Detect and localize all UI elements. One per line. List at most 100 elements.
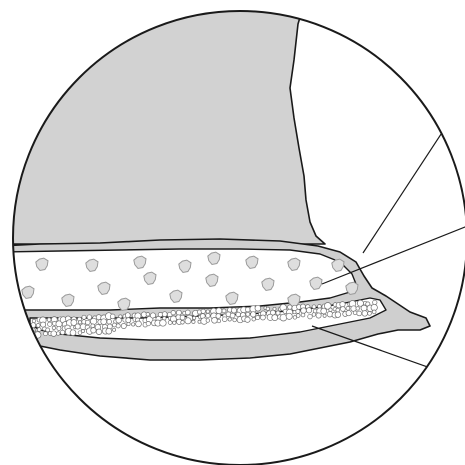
bubble-cell (217, 319, 221, 323)
bubble-cell (212, 317, 218, 323)
bubble-cell (113, 328, 116, 331)
upper-fabric-region (0, 0, 325, 244)
bubble-cell (136, 321, 142, 327)
bubble-cell (251, 312, 256, 317)
bubble-cell (316, 313, 321, 318)
bubble-cell (57, 326, 61, 330)
bubble-cell (233, 318, 237, 322)
bubble-cell (51, 331, 57, 337)
bubble-cell (312, 313, 316, 317)
bubble-cell (245, 317, 250, 322)
bubble-cell (286, 313, 292, 319)
bubble-cell (231, 308, 236, 313)
bubble-cell (252, 317, 256, 321)
bubble-cell (236, 312, 241, 317)
foam-pellet (6, 294, 18, 306)
bubble-layer-callout-line (312, 326, 465, 382)
bubble-cell (90, 318, 96, 324)
bubble-cell (121, 323, 126, 328)
bubble-cell (329, 308, 332, 311)
bubble-cell (75, 324, 80, 329)
bubble-cell (37, 328, 41, 332)
bubble-cell (222, 309, 226, 313)
bubble-cell (193, 316, 196, 319)
bubble-cell (206, 319, 210, 323)
bubble-cell (256, 316, 260, 320)
bubble-cell (185, 310, 190, 315)
bubble-cell (78, 321, 81, 324)
bubble-cell (86, 320, 91, 325)
bubble-cell (260, 315, 265, 320)
outer-shell-callout-line (363, 90, 465, 253)
bubble-cell (335, 312, 341, 318)
bubble-cell (222, 317, 227, 322)
bubble-cell (301, 308, 307, 314)
bubble-cell (48, 322, 52, 326)
bubble-cell (206, 313, 210, 317)
bubble-cell (87, 315, 92, 320)
bubble-cell (41, 322, 46, 327)
bubble-cell (206, 310, 209, 313)
bubble-cell (116, 318, 122, 324)
bubble-cell (82, 315, 86, 319)
bubble-cell (192, 320, 195, 323)
foam-pellet (2, 259, 14, 271)
bubble-cell (125, 313, 130, 318)
bubble-cell (132, 323, 135, 326)
bubble-cell (47, 318, 51, 322)
bubble-cell (361, 305, 367, 311)
bubble-cell (346, 310, 351, 315)
bubble-cell (91, 324, 95, 328)
bubble-cell (266, 307, 269, 310)
bubble-cell (171, 311, 175, 315)
bubble-cell (146, 321, 150, 325)
bubble-cell (368, 312, 372, 316)
bubble-cell (81, 330, 84, 333)
bubble-cell (306, 308, 311, 313)
bubble-cell (181, 321, 185, 325)
bubble-cell (228, 318, 231, 321)
bubble-cell (312, 305, 316, 309)
bubble-cell (60, 330, 64, 334)
bubble-cell (341, 307, 346, 312)
bubble-cell (127, 322, 130, 325)
bubble-cell (301, 313, 305, 317)
bubble-cell (272, 315, 278, 321)
bubble-cell (321, 308, 327, 314)
bubble-cell (160, 320, 167, 327)
bubble-cell (357, 311, 362, 316)
bubble-cell (296, 314, 300, 318)
bubble-cell (336, 308, 340, 312)
bubble-cell (36, 324, 40, 328)
bubble-cell (216, 314, 221, 319)
bubble-cell (296, 309, 300, 313)
bubble-cell (126, 318, 131, 323)
bubble-cell (340, 302, 345, 307)
bubble-cell (353, 311, 357, 315)
bubble-cell (173, 321, 176, 324)
bubble-cell (280, 314, 287, 321)
bubble-cell (372, 310, 376, 314)
bubble-cell (52, 326, 55, 329)
bubble-cell (96, 329, 102, 335)
bubble-cell (46, 328, 50, 332)
bubble-cell (373, 300, 377, 304)
bubble-cell (323, 314, 326, 317)
bubble-cell (116, 324, 120, 328)
bubble-cell (185, 318, 191, 324)
bubble-cell (110, 314, 115, 319)
bubble-cell (180, 315, 185, 320)
bubble-cell (56, 332, 60, 336)
bubble-cell (255, 305, 261, 311)
bubble-cell (308, 314, 313, 319)
bubble-cell (106, 328, 112, 334)
bubble-cell (216, 308, 222, 314)
bubble-cell (230, 313, 235, 318)
bubble-cell (32, 319, 36, 323)
bubble-cell (356, 307, 360, 311)
bubble-cell (362, 311, 368, 317)
bubble-cell (201, 309, 205, 313)
bubble-cell (146, 313, 150, 317)
